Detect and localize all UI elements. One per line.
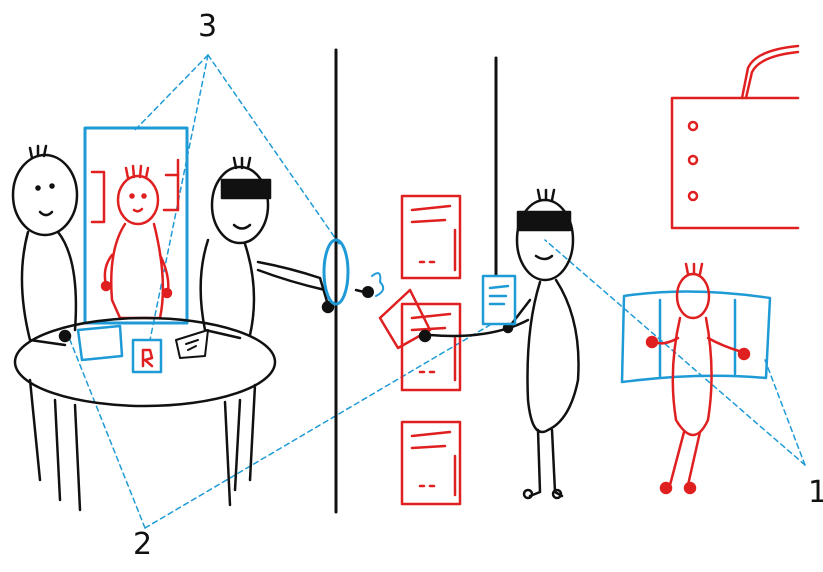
callout-label-3: 3 [198, 12, 217, 42]
callout-label-1: 1 [808, 478, 823, 508]
paper-on-table [176, 330, 208, 358]
person-left [13, 146, 77, 345]
handheld-device [483, 276, 515, 324]
person-vr-right [420, 190, 579, 498]
tablet-blue [78, 326, 161, 372]
walls [336, 50, 496, 512]
person-vr-left [201, 158, 333, 338]
hand-through-portal [356, 273, 383, 298]
callout-label-2: 2 [133, 530, 152, 560]
machine [672, 46, 798, 228]
remote-person-red [92, 160, 178, 318]
table [15, 318, 275, 510]
ar-panel [622, 291, 770, 382]
